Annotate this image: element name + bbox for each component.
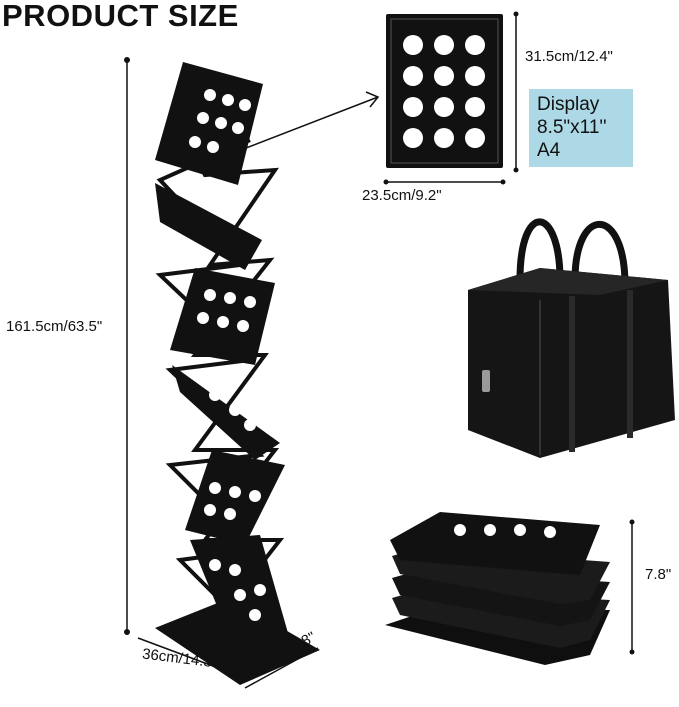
folded-stand-image — [385, 512, 610, 665]
carry-bag-image — [468, 218, 675, 458]
total-height-label: 161.5cm/63.5" — [6, 318, 103, 335]
folded-height-label: 7.8" — [645, 566, 672, 583]
panel-dimension-lines — [386, 14, 517, 183]
brochure-stand-image — [155, 62, 320, 685]
single-panel-image — [386, 14, 503, 168]
base-dimension-lines — [137, 637, 319, 689]
display-line-1: Display — [537, 94, 600, 115]
panel-height-label: 31.5cm/12.4" — [525, 48, 613, 65]
display-line-2: 8.5"x11'' — [537, 117, 607, 138]
panel-width-label: 23.5cm/9.2" — [362, 187, 442, 204]
pointer-arrow — [214, 91, 380, 161]
display-size-box: Display 8.5"x11'' A4 — [529, 89, 633, 167]
display-line-3: A4 — [537, 140, 561, 161]
page-title: PRODUCT SIZE — [2, 0, 239, 33]
